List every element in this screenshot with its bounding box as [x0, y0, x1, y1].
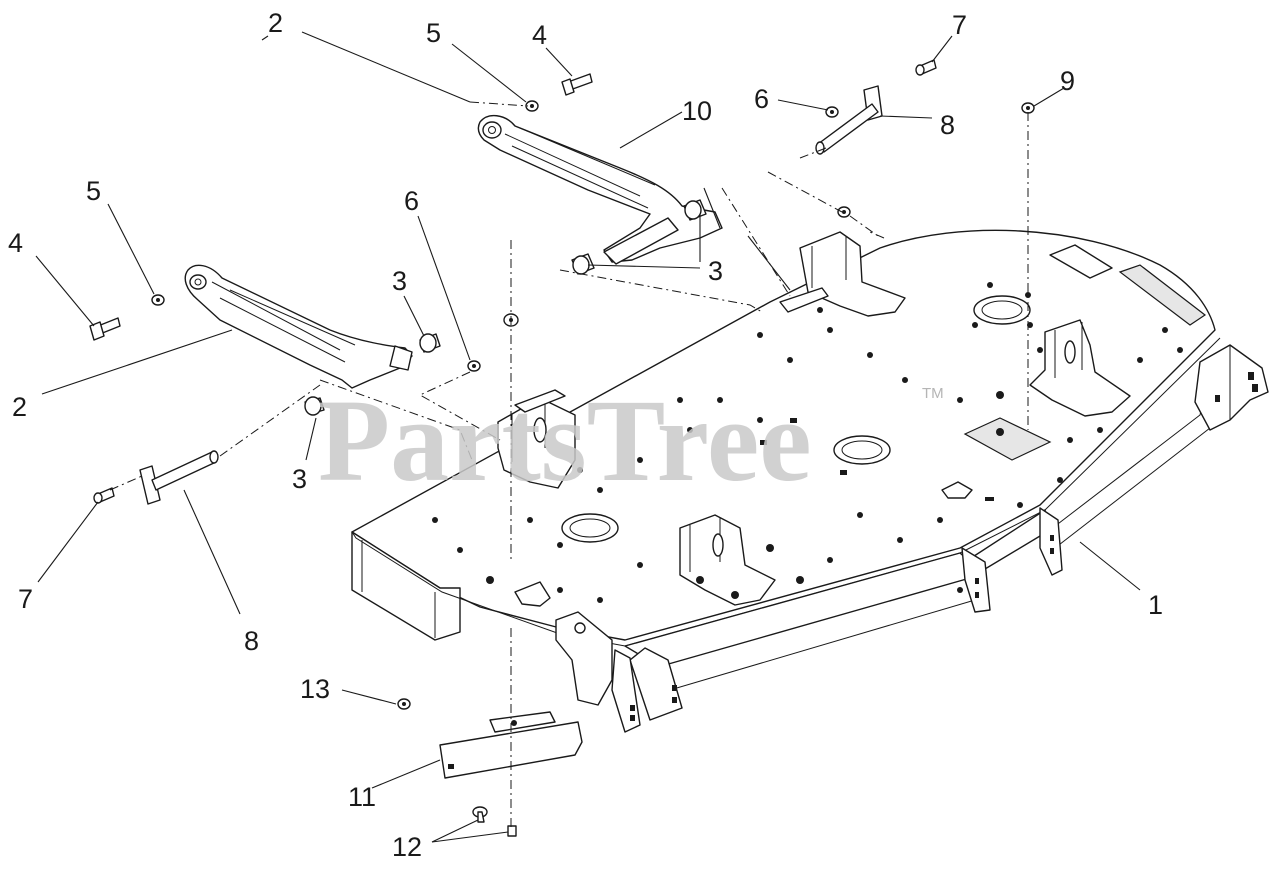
deck-bracket-rear-right: [1029, 319, 1131, 417]
lift-arm-left[interactable]: [184, 264, 413, 389]
nut-13[interactable]: [397, 698, 411, 710]
callout-12: 12: [392, 832, 422, 862]
nut-5-right[interactable]: [525, 100, 539, 112]
pin-8-left[interactable]: [139, 450, 219, 505]
deck-decal-plate: [963, 417, 1052, 461]
callout-10: 10: [682, 96, 712, 126]
callout-3-left-lower: 3: [292, 464, 307, 494]
assembly-centerlines: [109, 101, 1029, 830]
deck-bracket-front-right: [679, 514, 776, 606]
nut-6-left[interactable]: [467, 360, 481, 372]
bolt-12-b[interactable]: [507, 825, 517, 837]
bushing-left-lower[interactable]: [304, 396, 325, 416]
bushing-left-upper[interactable]: [419, 333, 441, 353]
bushing-right-lower[interactable]: [571, 253, 595, 275]
deck-top-plate: [351, 229, 1216, 641]
spindle-hole-right: [973, 295, 1031, 325]
lift-arm-right[interactable]: [477, 115, 723, 265]
screw-7-right[interactable]: [915, 59, 937, 76]
screw-7-left[interactable]: [93, 487, 115, 504]
bolt-right[interactable]: [561, 73, 593, 96]
deck-right-frame: [1194, 344, 1269, 431]
callout-5-top: 5: [426, 18, 441, 48]
deck-holes: [432, 282, 1183, 603]
spindle-hole-left: [561, 513, 619, 543]
callout-13: 13: [300, 674, 330, 704]
bolt-12-a[interactable]: [472, 806, 488, 823]
callout-2-top: 2: [268, 8, 283, 38]
callout-labels: 1 2 2 3 3 3 4 4 5 5 6 6 7 7 8 8 9 10 11 …: [8, 8, 1163, 862]
callout-9: 9: [1060, 66, 1075, 96]
callout-7-left: 7: [18, 584, 33, 614]
watermark-trademark: TM: [922, 385, 944, 402]
deck-bracket-front-left: [497, 389, 576, 489]
callout-6-top: 6: [754, 84, 769, 114]
callout-4-top: 4: [532, 20, 547, 50]
deck-bracket-rear-left: [779, 231, 906, 317]
callout-2-left: 2: [12, 392, 27, 422]
watermark-text: PartsTree: [318, 375, 812, 506]
nut-6-right[interactable]: [825, 106, 839, 118]
callout-5-left: 5: [86, 176, 101, 206]
callout-4-left: 4: [8, 228, 23, 258]
callout-7-top: 7: [952, 10, 967, 40]
nut-9[interactable]: [1021, 102, 1035, 114]
nut-5-left[interactable]: [151, 294, 165, 306]
bolt-left[interactable]: [89, 317, 121, 341]
callout-11: 11: [348, 782, 376, 812]
callout-6-left: 6: [404, 186, 419, 216]
callout-3-left-upper: 3: [392, 266, 407, 296]
callout-1: 1: [1148, 590, 1163, 620]
leader-lines: [35, 31, 1141, 843]
callout-8-top: 8: [940, 110, 955, 140]
nut-6-right-lower[interactable]: [837, 206, 851, 218]
deck-left-skirt: [351, 531, 461, 641]
spindle-hole-center: [833, 435, 891, 465]
pin-8-right[interactable]: [815, 85, 883, 155]
mower-deck[interactable]: [351, 229, 1269, 733]
callout-3-right: 3: [708, 256, 723, 286]
callout-8-left: 8: [244, 626, 259, 656]
deck-label: [1049, 244, 1113, 279]
